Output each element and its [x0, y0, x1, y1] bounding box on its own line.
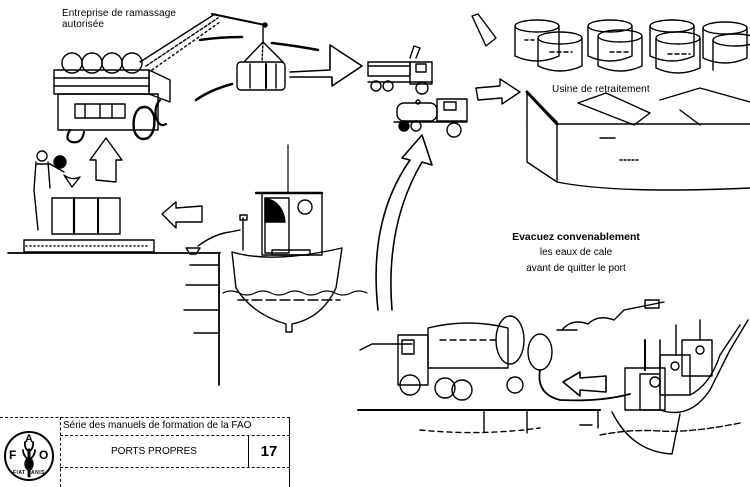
arrow-right-1: [289, 44, 363, 87]
treatment-plant-text: Usine de retraitement: [552, 84, 650, 95]
logo-letter-f: F: [9, 448, 17, 462]
instruction-line-1: Evacuez convenablement: [512, 231, 640, 243]
arrow-left-2: [562, 371, 607, 397]
treatment-plant: [471, 13, 750, 191]
logo-motto: FIAT PANIS: [12, 470, 46, 476]
collection-company-text: Entreprise de ramassage autorisée: [62, 8, 177, 30]
instruction-line-2: les eaux de cale: [539, 247, 613, 258]
footer-mid-rule: [60, 435, 290, 436]
logo-letter-a: A: [25, 433, 33, 445]
arrow-curved-up: [375, 134, 433, 311]
quay-boat: [7, 144, 368, 386]
arrow-left-1: [161, 201, 203, 229]
trucks-pair: [367, 45, 468, 138]
page-number: 17: [260, 443, 278, 460]
fao-logo: [4, 431, 54, 481]
tanker-boats: [357, 299, 749, 455]
instruction-line-3: avant de quitter le port: [526, 263, 626, 274]
footer-right-rule: [289, 417, 290, 487]
treatment-plant-label: Usine de retraitement: [552, 84, 650, 95]
footer-bottom-rule: [60, 467, 290, 468]
collection-company-label: Entreprise de ramassage autorisée: [62, 8, 202, 30]
footer-top-rule: [0, 417, 290, 418]
worker-barrel: [23, 137, 155, 253]
logo-letter-o: O: [39, 448, 49, 462]
instruction-block: Evacuez convenablement les eaux de cale …: [486, 229, 666, 277]
arrow-right-2: [475, 78, 521, 105]
footer-number-divider: [248, 435, 249, 467]
footer-left-rule: [60, 417, 61, 487]
crane-truck: [53, 13, 320, 144]
manual-title: PORTS PROPRES: [111, 446, 197, 457]
series-title: Série des manuels de formation de la FAO: [63, 420, 252, 431]
